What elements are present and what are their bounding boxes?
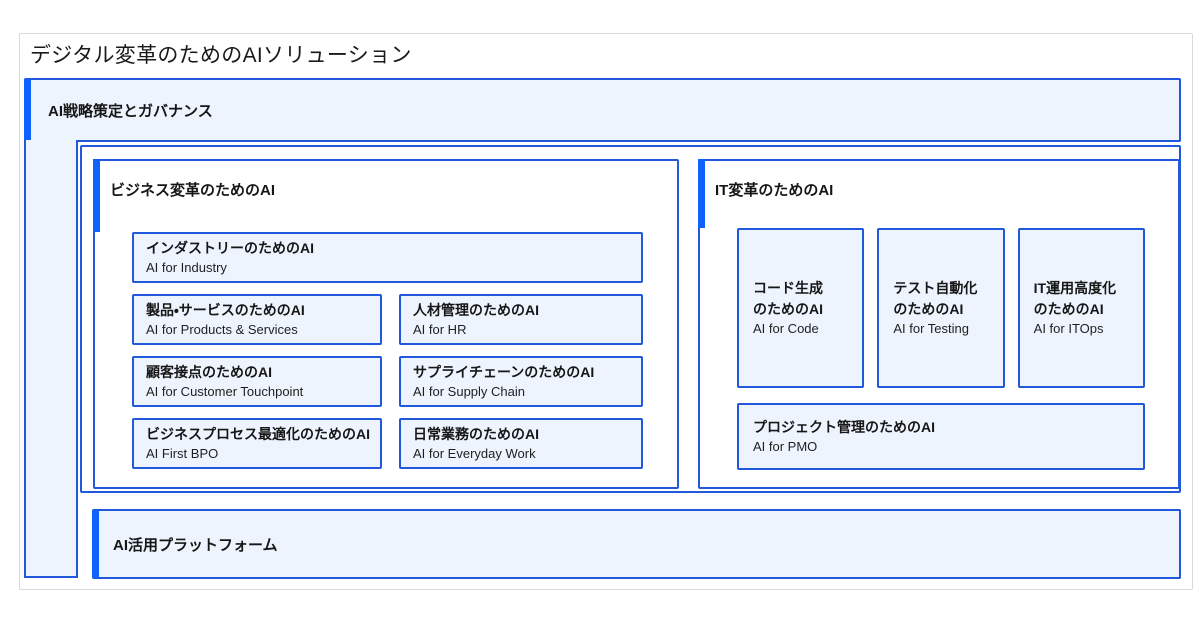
box-ai-for-itops: IT運用高度化 のためのAI AI for ITOps bbox=[1017, 228, 1145, 388]
box-ai-for-hr: 人材管理のためのAI AI for HR bbox=[399, 294, 643, 345]
box-title-jp-line1: IT運用高度化 bbox=[1033, 280, 1117, 297]
box-title-jp-line2: のためのAI bbox=[753, 300, 823, 317]
platform-banner: AI活用プラットフォーム bbox=[92, 509, 1181, 579]
governance-banner: AI戦略策定とガバナンス bbox=[24, 78, 1181, 142]
box-subtitle-en: AI for Products & Services bbox=[146, 321, 298, 337]
box-title-jp: プロジェクト管理のためのAI bbox=[753, 418, 935, 435]
box-title-jp: 人材管理のためのAI bbox=[413, 301, 539, 318]
business-row: 製品・サービスのためのAI AI for Products & Services… bbox=[132, 294, 643, 345]
business-row: ビジネスプロセス最適化のためのAI AI First BPO 日常業務のためのA… bbox=[132, 418, 643, 469]
it-columns: コード生成 のためのAI AI for Code テスト自動化 のためのAI A… bbox=[737, 228, 1145, 388]
box-title-jp-line2: のためのAI bbox=[893, 300, 964, 317]
accent-bar bbox=[93, 159, 100, 232]
box-subtitle-en: AI for Industry bbox=[146, 259, 227, 275]
box-ai-first-bpo: ビジネスプロセス最適化のためのAI AI First BPO bbox=[132, 418, 382, 469]
box-title-jp-line2: のためのAI bbox=[1033, 300, 1104, 317]
box-ai-for-code: コード生成 のためのAI AI for Code bbox=[737, 228, 865, 388]
business-row: インダストリーのためのAI AI for Industry bbox=[132, 232, 643, 283]
box-subtitle-en: AI for Everyday Work bbox=[413, 445, 536, 461]
box-ai-for-customer-touchpoint: 顧客接点のためのAI AI for Customer Touchpoint bbox=[132, 356, 382, 407]
section-business-label: ビジネス変革のためのAI bbox=[110, 182, 276, 199]
section-it-label: IT変革のためのAI bbox=[715, 182, 834, 199]
box-ai-for-everyday-work: 日常業務のためのAI AI for Everyday Work bbox=[399, 418, 643, 469]
box-title-jp: サプライチェーンのためのAI bbox=[413, 363, 595, 380]
box-title-jp: ビジネスプロセス最適化のためのAI bbox=[146, 425, 370, 442]
box-subtitle-en: AI for Customer Touchpoint bbox=[146, 383, 304, 399]
section-business-transformation: ビジネス変革のためのAI インダストリーのためのAI AI for Indust… bbox=[93, 159, 679, 489]
box-subtitle-en: AI for PMO bbox=[753, 438, 818, 454]
box-ai-for-supply-chain: サプライチェーンのためのAI AI for Supply Chain bbox=[399, 356, 643, 407]
box-title-jp: インダストリーのためのAI bbox=[146, 239, 314, 256]
page-title: デジタル変革のためのAIソリューション bbox=[30, 44, 412, 67]
box-title-jp: 顧客接点のためのAI bbox=[146, 363, 272, 380]
box-subtitle-en: AI for Code bbox=[753, 320, 819, 336]
box-title-jp-line1: コード生成 bbox=[753, 280, 823, 297]
box-subtitle-en: AI for Testing bbox=[893, 320, 969, 336]
box-ai-for-products-services: 製品・サービスのためのAI AI for Products & Services bbox=[132, 294, 382, 345]
box-subtitle-en: AI First BPO bbox=[146, 445, 219, 461]
box-ai-for-pmo: プロジェクト管理のためのAI AI for PMO bbox=[737, 403, 1145, 470]
business-row: 顧客接点のためのAI AI for Customer Touchpoint サプ… bbox=[132, 356, 643, 407]
platform-banner-label: AI活用プラットフォーム bbox=[113, 536, 278, 554]
governance-side-strip bbox=[24, 140, 78, 578]
business-items-grid: インダストリーのためのAI AI for Industry 製品・サービスのため… bbox=[132, 232, 643, 469]
box-ai-for-testing: テスト自動化 のためのAI AI for Testing bbox=[877, 228, 1005, 388]
box-subtitle-en: AI for HR bbox=[413, 321, 467, 337]
box-title-jp: 製品・サービスのためのAI bbox=[146, 301, 305, 318]
box-subtitle-en: AI for Supply Chain bbox=[413, 383, 526, 399]
box-subtitle-en: AI for ITOps bbox=[1033, 320, 1104, 336]
box-title-jp-line1: テスト自動化 bbox=[893, 280, 978, 297]
governance-banner-label: AI戦略策定とガバナンス bbox=[48, 102, 213, 120]
accent-bar bbox=[698, 159, 705, 228]
box-title-jp: 日常業務のためのAI bbox=[413, 425, 539, 442]
box-ai-for-industry: インダストリーのためのAI AI for Industry bbox=[132, 232, 643, 283]
section-it-transformation: IT変革のためのAI コード生成 のためのAI AI for Code テスト自… bbox=[698, 159, 1180, 489]
